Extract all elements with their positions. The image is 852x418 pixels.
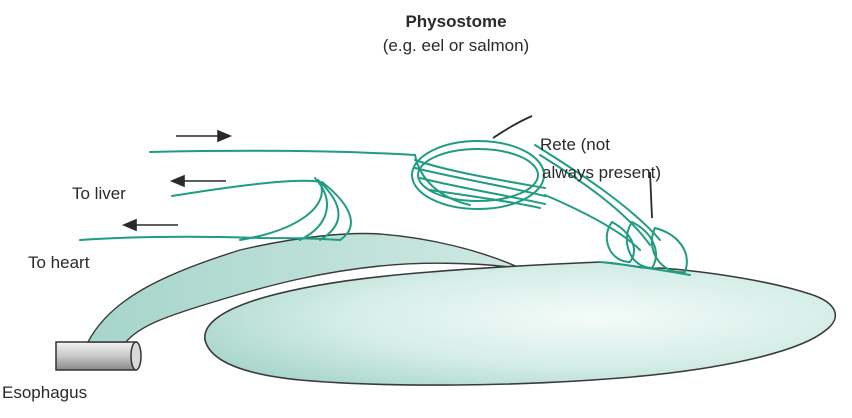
diagram-title: Physostome	[0, 12, 852, 32]
swim-bladder	[205, 262, 836, 385]
rete-label-line1: Rete (not	[540, 135, 610, 155]
arrow-left-icon	[172, 176, 226, 186]
to-heart-label: To heart	[28, 253, 89, 273]
rete-label-line2: always present)	[542, 163, 661, 183]
arrow-left-icon	[124, 220, 178, 230]
esophagus-tube	[56, 342, 141, 370]
to-liver-label: To liver	[72, 184, 126, 204]
diagram-subtitle: (e.g. eel or salmon)	[0, 36, 852, 56]
arrow-right-icon	[176, 131, 230, 141]
esophagus-label: Esophagus	[2, 383, 87, 403]
flow-arrows	[124, 131, 230, 230]
